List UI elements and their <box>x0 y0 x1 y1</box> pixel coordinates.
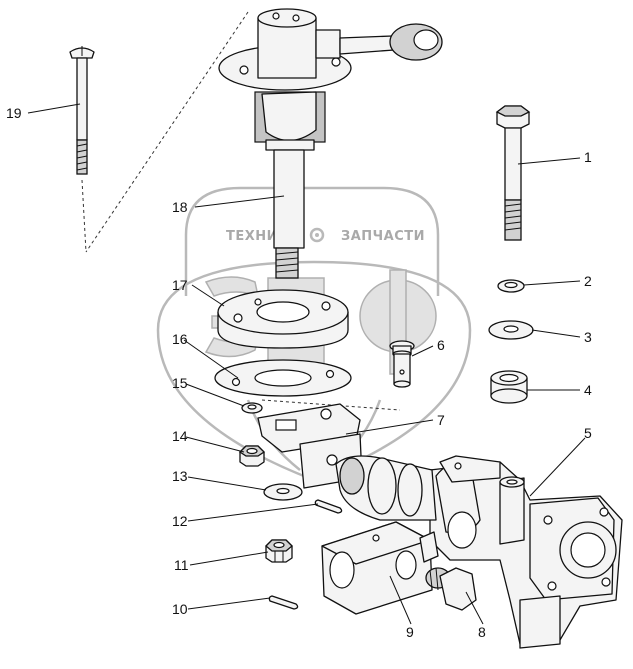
part-14-hex-nut <box>238 445 266 467</box>
callout-5: 5 <box>584 425 592 441</box>
part-2-spring-washer <box>497 279 525 293</box>
part-19-screw <box>69 46 95 175</box>
callout-15: 15 <box>172 375 188 391</box>
part-12-cotter-pin <box>314 499 343 514</box>
part-17-flange <box>217 289 349 349</box>
callout-4: 4 <box>584 382 592 398</box>
callout-16: 16 <box>172 331 188 347</box>
part-18-control-valve <box>218 8 443 279</box>
callout-14: 14 <box>172 428 188 444</box>
callout-1: 1 <box>584 149 592 165</box>
callout-8: 8 <box>478 624 486 640</box>
callout-9: 9 <box>406 624 414 640</box>
callout-numbers: 19 18 17 16 15 14 13 12 11 10 1 2 3 4 5 … <box>6 105 592 640</box>
part-1-bolt <box>495 105 531 241</box>
leader-lines <box>27 103 586 625</box>
callout-11: 11 <box>174 557 189 573</box>
callout-3: 3 <box>584 329 592 345</box>
gear-icon <box>309 227 325 243</box>
watermark-brand-right: ЗАПЧАСТИ <box>341 229 425 244</box>
part-10-pin <box>268 595 299 610</box>
callout-13: 13 <box>172 468 188 484</box>
callout-19: 19 <box>6 105 22 121</box>
callout-6: 6 <box>437 337 445 353</box>
callout-2: 2 <box>584 273 592 289</box>
part-6-pin <box>389 340 415 388</box>
part-5-valve-body <box>335 455 623 649</box>
callout-17: 17 <box>172 277 188 293</box>
part-16-gasket <box>214 359 352 397</box>
part-9-fitting <box>321 521 439 615</box>
callout-7: 7 <box>437 412 445 428</box>
callout-18: 18 <box>172 199 188 215</box>
part-11-castle-nut <box>265 539 293 563</box>
part-8-plug <box>425 567 477 611</box>
callout-12: 12 <box>172 513 188 529</box>
part-15-washer <box>241 402 263 414</box>
part-3-washer <box>488 320 534 340</box>
callout-10: 10 <box>172 601 188 617</box>
part-4-bushing <box>490 370 528 404</box>
part-13-washer <box>263 483 303 501</box>
